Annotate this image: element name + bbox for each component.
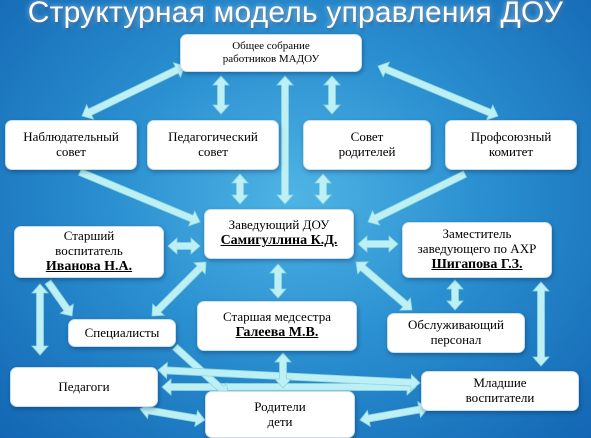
- head-box: Заведующий ДОУ Самигуллина К.Д.: [204, 209, 354, 259]
- senior-teacher-line2: воспитатель: [55, 242, 123, 258]
- pedagogical-line1: Педагогический: [168, 129, 258, 145]
- connector-arrow: [357, 235, 399, 253]
- connector-arrow: [81, 62, 186, 120]
- page-title: Структурная модель управления ДОУ: [27, 0, 564, 29]
- connector-arrow: [31, 283, 49, 356]
- parents-children-box: Родители дети: [205, 391, 355, 438]
- connector-arrow: [269, 263, 287, 299]
- connector-arrow: [161, 378, 417, 396]
- supervisory-line2: совет: [56, 144, 86, 159]
- senior-teacher-line1: Старший: [63, 228, 115, 244]
- connector-arrow: [78, 168, 201, 227]
- connector-arrow: [367, 170, 468, 226]
- supervisory-line1: Наблюдательный: [23, 129, 119, 145]
- pedagogical-line2: совет: [198, 144, 228, 159]
- general-meeting-line1: Общее собрание: [232, 39, 310, 52]
- connector-arrow: [314, 173, 332, 205]
- parents-council-line2: родителей: [338, 144, 396, 159]
- connector-arrow: [377, 61, 499, 121]
- junior-teachers-line1: Младшие: [473, 375, 527, 391]
- union-committee-box: Профсоюзный комитет: [445, 120, 577, 170]
- connector-arrow: [446, 279, 464, 311]
- connector-arrow: [532, 281, 550, 367]
- specialists-box: Специалисты: [68, 319, 176, 347]
- service-staff-line2: персонал: [430, 332, 482, 347]
- connector-arrow: [274, 352, 292, 389]
- parents-children-line2: дети: [267, 413, 293, 429]
- connector-arrow: [44, 279, 74, 317]
- teachers-label: Педагоги: [58, 378, 110, 394]
- connector-arrow: [167, 237, 201, 255]
- connector-arrow: [212, 75, 230, 115]
- service-staff-line1: Обслуживающий: [408, 317, 504, 333]
- union-line2: комитет: [488, 144, 534, 159]
- senior-teacher-box: Старший воспитатель Иванова Н.А.: [14, 226, 164, 278]
- connector-arrow: [157, 361, 421, 392]
- service-staff-box: Обслуживающий персонал: [387, 313, 525, 353]
- head-name: Самигуллина К.Д.: [220, 233, 338, 249]
- general-meeting-box: Общее собрание работников МАДОУ: [180, 34, 362, 72]
- head-label: Заведующий ДОУ: [228, 217, 330, 233]
- specialists-label: Специалисты: [84, 324, 160, 340]
- connector-arrow: [231, 173, 249, 205]
- deputy-name: Шигапова Г.З.: [431, 256, 523, 272]
- nurse-name: Галеева М.В.: [235, 325, 319, 341]
- union-line1: Профсоюзный: [470, 129, 552, 145]
- junior-teachers-box: Младшие воспитатели: [421, 371, 579, 411]
- connector-arrow: [151, 261, 207, 317]
- parents-children-line1: Родители: [254, 398, 306, 414]
- pedagogical-council-box: Педагогический совет: [147, 120, 279, 170]
- deputy-box: Заместитель заведующего по АХР Шигапова …: [402, 222, 552, 278]
- parents-council-box: Совет родителей: [303, 120, 431, 170]
- supervisory-board-box: Наблюдательный совет: [5, 120, 137, 170]
- connector-arrow: [276, 75, 294, 205]
- connector-arrow: [355, 261, 413, 311]
- teachers-box: Педагоги: [10, 367, 158, 407]
- connector-arrow: [323, 75, 341, 115]
- junior-teachers-line2: воспитатели: [465, 390, 535, 405]
- general-meeting-line2: работников МАДОУ: [222, 53, 320, 65]
- deputy-line2: заведующего по АХР: [417, 240, 537, 256]
- senior-teacher-name: Иванова Н.А.: [45, 258, 133, 274]
- senior-nurse-box: Старшая медсестра Галеева М.В.: [197, 301, 357, 351]
- parents-council-line1: Совет: [350, 129, 384, 145]
- deputy-line1: Заместитель: [442, 226, 512, 242]
- nurse-label: Старшая медсестра: [223, 309, 331, 325]
- connector-arrow: [359, 400, 429, 428]
